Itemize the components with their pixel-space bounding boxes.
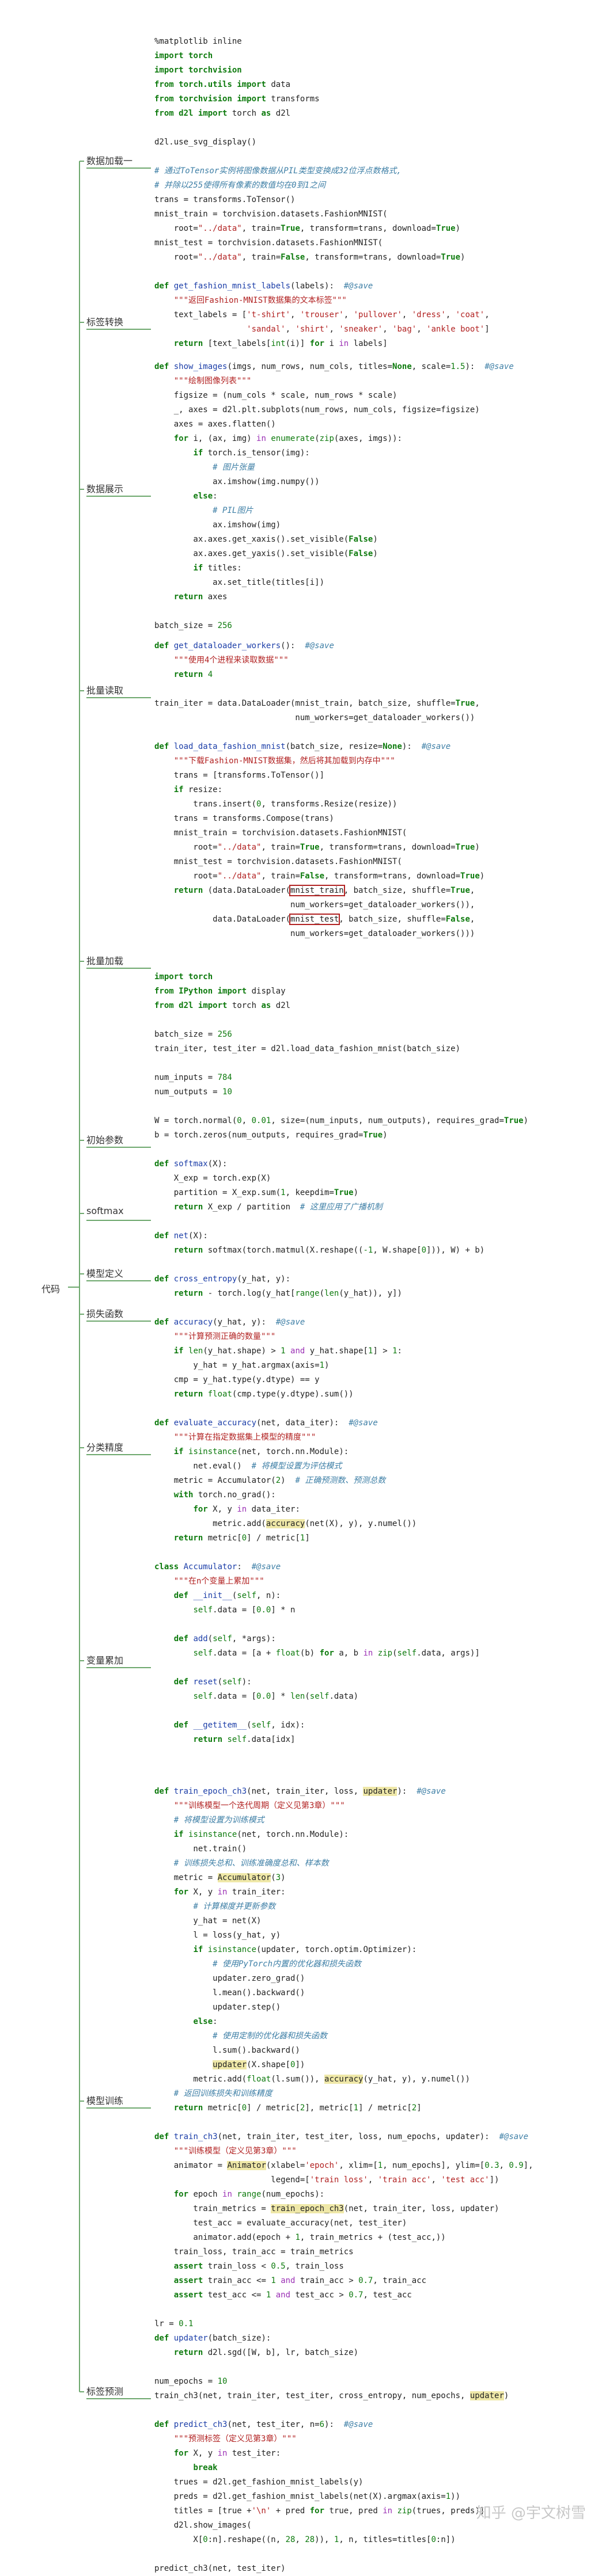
branch-label: 损失函数: [86, 1308, 124, 1319]
branch-label: 数据加载一: [86, 155, 133, 166]
branch-label: 变量累加: [86, 1655, 124, 1666]
code-block: def load_data_fashion_mnist(batch_size, …: [154, 742, 529, 1744]
branch-label: 初始参数: [86, 1135, 124, 1146]
code-block: def get_fashion_mnist_labels(labels): #@…: [154, 281, 490, 348]
branch-label: 模型定义: [86, 1268, 124, 1279]
code-block: %matplotlib inline import torch import t…: [154, 37, 465, 262]
branch-label: 模型训练: [86, 2095, 124, 2106]
branch-label: 批量加载: [86, 956, 124, 967]
watermark: 知乎 @宇文树雪: [476, 2505, 586, 2522]
code-block: def show_images(imgs, num_rows, num_cols…: [154, 362, 514, 630]
branch-label: 批量读取: [86, 685, 124, 696]
branch-label: 标签转换: [86, 317, 124, 328]
code-block: def get_dataloader_workers(): #@save """…: [154, 641, 480, 722]
root-node-label: 代码: [41, 1284, 60, 1295]
code-block: def train_epoch_ch3(net, train_iter, los…: [154, 1787, 533, 2573]
branch-label: 标签预测: [86, 2386, 124, 2397]
branch-label: softmax: [86, 1205, 124, 1216]
branch-label: 数据展示: [86, 484, 124, 494]
branch-label: 分类精度: [86, 1442, 124, 1453]
